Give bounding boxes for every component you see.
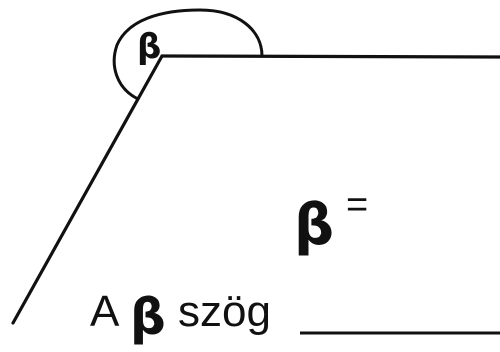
angle-label: β — [137, 27, 161, 67]
slanted-ray — [11, 54, 164, 325]
equation-equals: = — [346, 184, 368, 226]
angle-arc — [112, 8, 264, 101]
sentence-symbol: β — [130, 288, 166, 346]
equation-symbol: β — [294, 193, 334, 258]
sentence-prefix: A — [90, 287, 120, 336]
top-ray — [160, 54, 500, 59]
sentence-word: szög — [178, 287, 271, 336]
